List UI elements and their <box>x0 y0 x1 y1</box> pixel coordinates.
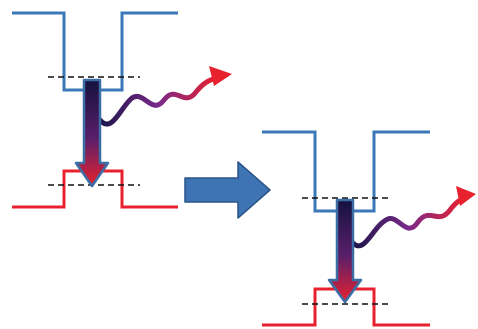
recombination-arrow <box>74 78 110 188</box>
photon-arrowhead <box>456 186 476 206</box>
photon-emission <box>97 75 219 127</box>
photon-emission <box>349 195 467 249</box>
panel-after <box>262 130 476 327</box>
conduction-band-profile <box>12 11 178 92</box>
transition-arrow <box>184 161 271 219</box>
panel-before <box>12 11 232 209</box>
photon-arrowhead <box>209 66 232 86</box>
recombination-arrow <box>327 198 363 304</box>
